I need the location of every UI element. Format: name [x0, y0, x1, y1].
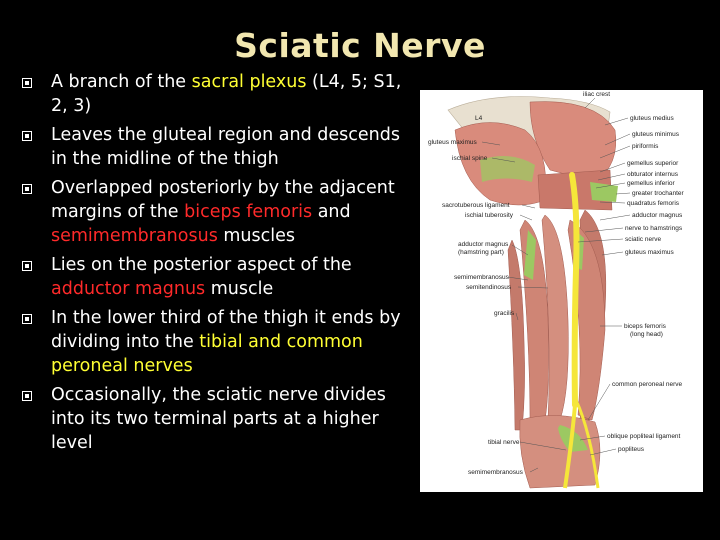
slide-title: Sciatic Nerve: [234, 26, 486, 65]
label-popliteus: popliteus: [618, 446, 645, 453]
semitendinosus-muscle: [541, 214, 569, 421]
label-adductor-magnus: adductor magnus: [632, 212, 683, 219]
label-biceps-femoris-long-head: (long head): [630, 331, 663, 338]
label-sciatic-nerve: sciatic nerve: [625, 236, 662, 243]
gluteal-thigh-illustration: iliac crest L4 gluteus medius gluteus mi…: [428, 91, 685, 489]
bullet-item: Occasionally, the sciatic nerve divides …: [22, 383, 410, 455]
square-bullet-icon: [22, 261, 32, 271]
leader-line: [481, 141, 501, 146]
leader-line: [601, 251, 624, 256]
leader-line: [589, 448, 617, 456]
leader-line: [587, 383, 611, 421]
square-bullet-icon: [22, 78, 32, 88]
label-tibial-nerve: tibial nerve: [488, 439, 520, 446]
label-semitendinosus: semitendinosus: [466, 284, 512, 291]
label-common-peroneal-nerve: common peroneal nerve: [612, 381, 682, 388]
label-hamstring-part: (hamstring part): [458, 249, 504, 256]
leader-line: [604, 117, 629, 126]
gluteus-medius-muscle: [529, 101, 617, 183]
label-oblique-popliteal-ligament: oblique popliteal ligament: [607, 433, 681, 440]
label-gracilis: gracilis: [494, 310, 515, 317]
sciatic-nerve: [569, 172, 580, 408]
label-gluteus-minimus: gluteus minimus: [632, 131, 680, 138]
bullet-list: A branch of the sacral plexus (L4, 5; S1…: [22, 70, 410, 460]
square-bullet-icon: [22, 131, 32, 141]
leader-line: [519, 214, 533, 221]
leader-line: [507, 276, 529, 281]
bullet-item: In the lower third of the thigh it ends …: [22, 306, 410, 378]
anatomy-figure: iliac crest L4 gluteus medius gluteus mi…: [420, 90, 703, 492]
leader-line: [604, 133, 631, 146]
leader-line: [599, 162, 626, 173]
popliteal-fossa: [519, 415, 601, 489]
highlight-term: semimembranosus: [51, 226, 218, 246]
bullet-item: A branch of the sacral plexus (L4, 5; S1…: [22, 70, 410, 118]
square-bullet-icon: [22, 391, 32, 401]
label-adductor-magnus-hamstring: adductor magnus: [458, 241, 509, 248]
leader-line: [511, 244, 529, 256]
bullet-text: Occasionally, the sciatic nerve divides …: [51, 385, 386, 453]
bullet-text: In the lower third of the thigh it ends …: [51, 308, 401, 376]
leader-line: [521, 204, 536, 209]
tibial-nerve: [563, 404, 577, 489]
label-obturator-internus: obturator internus: [627, 171, 679, 178]
leader-line: [584, 227, 624, 233]
bullet-item: Lies on the posterior aspect of the addu…: [22, 253, 410, 301]
bullet-text: Leaves the gluteal region and descends i…: [51, 125, 400, 169]
label-gluteus-maximus-top: gluteus maximus: [428, 139, 478, 146]
bullet-text: A branch of the sacral plexus (L4, 5; S1…: [51, 72, 402, 116]
label-ischial-spine: ischial spine: [452, 155, 488, 162]
highlight-term: adductor magnus: [51, 279, 206, 299]
leader-line: [491, 157, 516, 163]
leader-line: [577, 238, 624, 243]
leader-line: [579, 435, 606, 441]
leader-line: [515, 312, 519, 321]
label-gluteus-maximus-lower: gluteus maximus: [625, 249, 675, 256]
highlight-term: biceps femoris: [184, 202, 313, 222]
leader-line: [529, 467, 539, 473]
leader-line: [517, 286, 549, 289]
label-nerve-to-hamstrings: nerve to hamstrings: [625, 225, 683, 232]
square-bullet-icon: [22, 314, 32, 324]
leader-line: [584, 97, 596, 109]
label-iliac-crest: iliac crest: [583, 91, 610, 98]
greater-trochanter-tendon: [590, 182, 618, 202]
leader-line: [599, 145, 631, 159]
leader-line: [597, 173, 626, 181]
highlight-term: tibial and common peroneal nerves: [51, 332, 363, 376]
highlight-term: sacral plexus: [191, 72, 307, 92]
label-semimembranosus: semimembranosus: [454, 274, 510, 281]
bullet-item: Overlapped posteriorly by the adjacent m…: [22, 176, 410, 248]
label-sacrotuberous-ligament: sacrotuberous ligament: [442, 202, 510, 209]
square-bullet-icon: [22, 184, 32, 194]
bullet-text: Lies on the posterior aspect of the addu…: [51, 255, 352, 299]
gluteal-fascia: [480, 156, 535, 182]
label-biceps-femoris: biceps femoris: [624, 323, 667, 330]
label-piriformis: piriformis: [632, 143, 659, 150]
common-peroneal-nerve: [574, 399, 600, 489]
leader-line: [595, 182, 626, 189]
leader-line: [599, 214, 631, 221]
hamstring-tendon-left: [524, 230, 536, 280]
label-gluteus-medius: gluteus medius: [630, 115, 674, 122]
leader-line: [615, 192, 631, 195]
bullet-text: Overlapped posteriorly by the adjacent m…: [51, 178, 395, 246]
label-ischial-tuberosity: ischial tuberosity: [465, 212, 514, 219]
leader-line: [519, 441, 567, 451]
label-l4: L4: [475, 115, 483, 122]
label-quadratus-femoris: quadratus femoris: [627, 200, 680, 207]
leader-line: [599, 201, 626, 204]
label-greater-trochanter: greater trochanter: [632, 190, 685, 197]
label-gemellus-superior: gemellus superior: [627, 160, 679, 167]
bullet-item: Leaves the gluteal region and descends i…: [22, 123, 410, 171]
label-semimembranosus-bottom: semimembranosus: [468, 469, 524, 476]
label-gemellus-inferior: gemellus inferior: [627, 180, 676, 187]
gracilis-muscle: [507, 239, 525, 431]
